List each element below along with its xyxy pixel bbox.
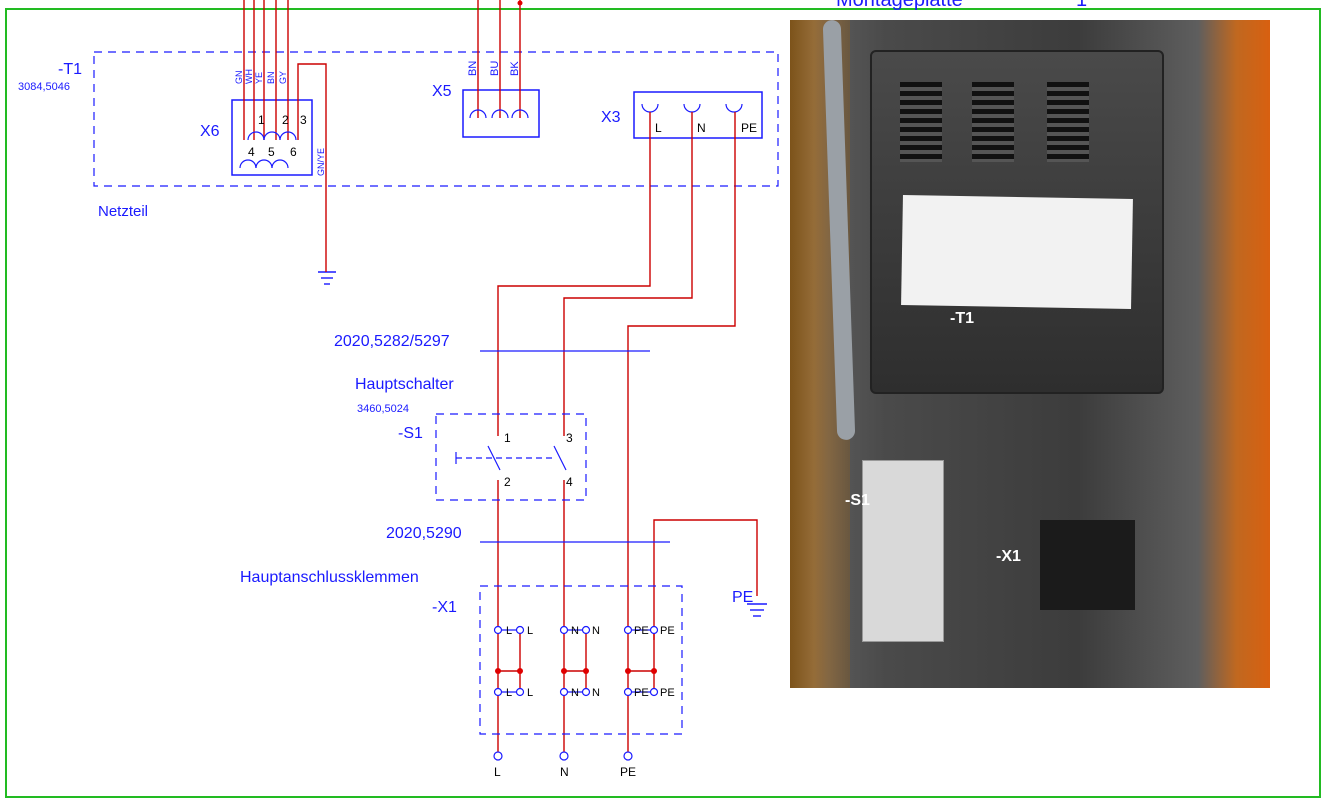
bridge-dots bbox=[495, 668, 657, 674]
term-label-10: N bbox=[592, 687, 600, 699]
term-label-6: PE bbox=[660, 625, 675, 637]
power-supply-unit bbox=[870, 50, 1164, 394]
x6-wire-wh: WH bbox=[244, 69, 254, 84]
term-label-4: N bbox=[592, 625, 600, 637]
x5-wire-bn: BN bbox=[467, 61, 479, 76]
photo-label-t1: -T1 bbox=[950, 310, 974, 327]
x3-pin-l: L bbox=[655, 121, 662, 135]
netzteil-label: Netzteil bbox=[98, 203, 148, 220]
switch-pin-4: 4 bbox=[566, 475, 573, 489]
x5-wire-bk: BK bbox=[509, 61, 521, 76]
bottom-label-pe: PE bbox=[620, 765, 636, 779]
supply-wires bbox=[497, 112, 758, 752]
term-label-5: PE bbox=[634, 625, 649, 637]
switch-pin-2: 2 bbox=[504, 475, 511, 489]
x6-contacts bbox=[239, 131, 297, 169]
x6-pin-1: 1 bbox=[258, 113, 265, 127]
netzteil-box bbox=[93, 51, 779, 187]
x5-label: X5 bbox=[432, 83, 452, 100]
main-switch-device bbox=[862, 460, 944, 642]
term-label-9: N bbox=[571, 687, 579, 699]
x5-contacts bbox=[469, 109, 529, 119]
page-heading-number: 1 bbox=[1076, 0, 1087, 11]
terminal-row-bottom bbox=[493, 687, 659, 697]
x5-wire-bu: BU bbox=[489, 61, 501, 76]
switch-pin-1: 1 bbox=[504, 431, 511, 445]
term-label-8: L bbox=[527, 687, 533, 699]
x3-contacts bbox=[641, 103, 743, 113]
x6-connector bbox=[231, 99, 313, 176]
switch-ref: 3460,5024 bbox=[357, 403, 409, 415]
netzteil-tag: -T1 bbox=[58, 61, 82, 78]
vent bbox=[972, 82, 1014, 162]
x3-pin-n: N bbox=[697, 121, 706, 135]
switch-symbol-icon bbox=[455, 445, 567, 471]
cross-ref-2: 2020,5290 bbox=[386, 525, 462, 542]
ground-icon bbox=[318, 256, 336, 285]
x5-wires bbox=[477, 0, 521, 118]
term-label-12: PE bbox=[660, 687, 675, 699]
x6-wire-gy: GY bbox=[278, 71, 288, 84]
term-label-3: N bbox=[571, 625, 579, 637]
x6-wire-ye: YE bbox=[254, 72, 264, 84]
vent bbox=[1047, 82, 1089, 162]
cross-ref-1: 2020,5282/5297 bbox=[334, 333, 450, 350]
term-label-2: L bbox=[527, 625, 533, 637]
terminals-tag: -X1 bbox=[432, 599, 457, 616]
x6-wires bbox=[243, 0, 327, 256]
term-label-7: L bbox=[506, 687, 512, 699]
terminals-name: Hauptanschlussklemmen bbox=[240, 569, 419, 586]
terminals-box bbox=[479, 585, 683, 735]
switch-pin-3: 3 bbox=[566, 431, 573, 445]
bottom-label-l: L bbox=[494, 765, 501, 779]
vent bbox=[900, 82, 942, 162]
pe-ground-icon bbox=[747, 603, 767, 617]
x3-label: X3 bbox=[601, 109, 621, 126]
switch-box bbox=[435, 413, 587, 501]
page-heading: Montageplatte bbox=[836, 0, 963, 11]
page-frame bbox=[5, 8, 1321, 798]
x3-pin-pe: PE bbox=[741, 121, 757, 135]
switch-name: Hauptschalter bbox=[355, 376, 454, 393]
device-photo: -T1 -S1 -X1 bbox=[790, 20, 1270, 688]
bottom-label-n: N bbox=[560, 765, 569, 779]
netzteil-ref: 3084,5046 bbox=[18, 81, 70, 93]
terminal-block-device bbox=[1040, 520, 1135, 610]
x6-label: X6 bbox=[200, 123, 220, 140]
x6-pin-5: 5 bbox=[268, 145, 275, 159]
pe-label: PE bbox=[732, 589, 753, 606]
bottom-terminals bbox=[493, 751, 633, 761]
x3-connector bbox=[633, 91, 763, 139]
x6-wire-gn: GN bbox=[234, 71, 244, 85]
x6-pin-6: 6 bbox=[290, 145, 297, 159]
x6-ground-wire-label: GN/YE bbox=[316, 148, 326, 176]
term-label-1: L bbox=[506, 625, 512, 637]
terminal-row-top bbox=[493, 625, 659, 635]
x5-connector bbox=[462, 89, 540, 138]
switch-tag: -S1 bbox=[398, 425, 423, 442]
x6-wire-bn: BN bbox=[266, 71, 276, 84]
x6-pin-2: 2 bbox=[282, 113, 289, 127]
term-label-11: PE bbox=[634, 687, 649, 699]
terminal-bridges bbox=[498, 634, 655, 688]
x6-pin-4: 4 bbox=[248, 145, 255, 159]
photo-label-x1: -X1 bbox=[996, 548, 1021, 565]
photo-label-s1: -S1 bbox=[845, 492, 870, 509]
x6-pin-3: 3 bbox=[300, 113, 307, 127]
device-label-sticker bbox=[901, 195, 1133, 309]
